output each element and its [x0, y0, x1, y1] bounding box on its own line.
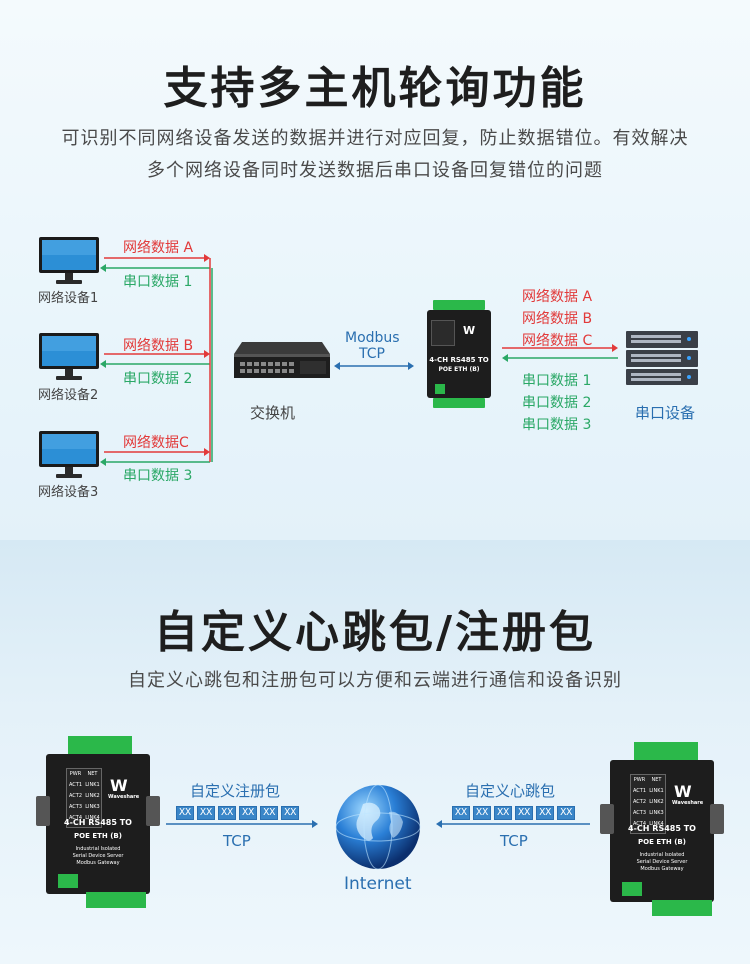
section2-title: 自定义心跳包/注册包 — [153, 607, 597, 658]
device-title: 4-CH RS485 TO — [64, 818, 132, 827]
bidirectional-arrow — [334, 362, 414, 370]
section-polling — [0, 0, 750, 540]
hex-byte: XX — [557, 806, 576, 820]
hex-byte: XX — [239, 806, 258, 820]
globe-icon — [335, 784, 421, 870]
led-label: LINK1 — [649, 788, 664, 794]
led-label: LINK3 — [649, 810, 664, 816]
hex-bytes: XX XX XX XX XX XX — [176, 806, 300, 820]
section2-desc: 自定义心跳包和注册包可以方便和云端进行通信和设备识别 — [128, 670, 622, 691]
hex-byte: XX — [515, 806, 534, 820]
connection-lines — [100, 254, 213, 466]
hex-byte: XX — [176, 806, 195, 820]
serial-data-label: 串口数据 2 — [522, 395, 592, 411]
hex-byte: XX — [218, 806, 237, 820]
net-data-label: 网络数据 B — [123, 338, 194, 354]
hex-byte: XX — [452, 806, 471, 820]
led-label: LINK4 — [649, 821, 664, 827]
led-label: ACT4 — [632, 821, 647, 827]
led-label: ACT4 — [68, 815, 83, 821]
hex-byte: XX — [473, 806, 492, 820]
serial-data-label: 串口数据 3 — [123, 468, 193, 484]
switch-label: 交换机 — [250, 404, 296, 422]
arrow-right — [166, 820, 318, 828]
protocol-label: TCP — [359, 346, 385, 362]
device-desc: Serial Device Server — [72, 853, 124, 859]
led-label: ACT3 — [68, 804, 83, 810]
device-desc: Industrial Isolated — [639, 852, 685, 858]
device-desc: Modbus Gateway — [640, 866, 684, 872]
arrow-left — [436, 820, 590, 828]
device-name: 网络设备3 — [38, 485, 99, 500]
serial-arrows — [502, 344, 618, 362]
device-subtitle: POE ETH (B) — [638, 838, 686, 846]
device-desc: Serial Device Server — [636, 859, 688, 865]
device-title: 4-CH RS485 TO — [429, 356, 489, 364]
protocol-label: Modbus — [345, 330, 400, 346]
led-label: PWR — [69, 771, 82, 777]
led-label: ACT1 — [632, 788, 647, 794]
led-label: ACT1 — [68, 782, 83, 788]
heartbeat-packet-label: 自定义心跳包 — [465, 782, 556, 800]
server-rack-icon — [626, 331, 698, 385]
serial-data-label: 串口数据 1 — [522, 373, 592, 389]
led-label: LINK2 — [85, 793, 100, 799]
waveshare-logo-icon: W — [110, 776, 128, 795]
serial-data-label: 串口数据 2 — [123, 371, 193, 387]
switch-icon — [234, 342, 330, 378]
section1-desc-line2: 多个网络设备同时发送数据后串口设备回复错位的问题 — [147, 160, 603, 181]
net-data-label: 网络数据 B — [522, 311, 593, 327]
serial-device-label: 串口设备 — [635, 404, 696, 422]
led-label: NET — [87, 771, 98, 777]
led-label: LINK2 — [649, 799, 664, 805]
monitor-icon — [39, 333, 99, 380]
device-name: 网络设备2 — [38, 388, 99, 403]
monitor-icon — [39, 431, 99, 478]
device-subtitle: POE ETH (B) — [438, 366, 480, 373]
led-label: LINK1 — [85, 782, 100, 788]
led-label: ACT2 — [68, 793, 83, 799]
serial-data-label: 串口数据 1 — [123, 274, 193, 290]
hex-byte: XX — [281, 806, 300, 820]
internet-label: Internet — [344, 874, 412, 894]
led-label: NET — [651, 777, 662, 783]
led-label: PWR — [633, 777, 646, 783]
tcp-label: TCP — [500, 832, 528, 850]
led-label: LINK3 — [85, 804, 100, 810]
register-packet-label: 自定义注册包 — [190, 782, 281, 800]
serial-data-label: 串口数据 3 — [522, 417, 592, 433]
hex-byte: XX — [197, 806, 216, 820]
device-desc: Modbus Gateway — [76, 860, 120, 866]
net-data-label: 网络数据 A — [123, 240, 194, 256]
tcp-label: TCP — [223, 832, 251, 850]
brand-label: Waveshare — [108, 794, 140, 800]
net-data-label: 网络数据C — [123, 435, 189, 451]
led-label: LINK4 — [85, 815, 100, 821]
device-name: 网络设备1 — [38, 291, 99, 306]
brand-label: Waveshare — [672, 800, 704, 806]
device-desc: Industrial Isolated — [75, 846, 121, 852]
hex-byte: XX — [536, 806, 555, 820]
hex-byte: XX — [260, 806, 279, 820]
section1-title: 支持多主机轮询功能 — [163, 63, 587, 114]
waveshare-logo-icon: W — [674, 782, 692, 801]
net-data-label: 网络数据 C — [522, 333, 593, 349]
hex-bytes: XX XX XX XX XX XX — [452, 806, 576, 820]
waveshare-logo-icon: W — [463, 324, 476, 337]
led-label: ACT2 — [632, 799, 647, 805]
hex-byte: XX — [494, 806, 513, 820]
serial-server-device: W 4-CH RS485 TO POE ETH (B) — [425, 300, 493, 412]
device-title: 4-CH RS485 TO — [628, 824, 696, 833]
monitor-icon — [39, 237, 99, 284]
device-subtitle: POE ETH (B) — [74, 832, 122, 840]
led-label: ACT3 — [632, 810, 647, 816]
net-data-label: 网络数据 A — [522, 289, 593, 305]
section1-desc-line1: 可识别不同网络设备发送的数据并进行对应回复，防止数据错位。有效解决 — [61, 128, 689, 149]
